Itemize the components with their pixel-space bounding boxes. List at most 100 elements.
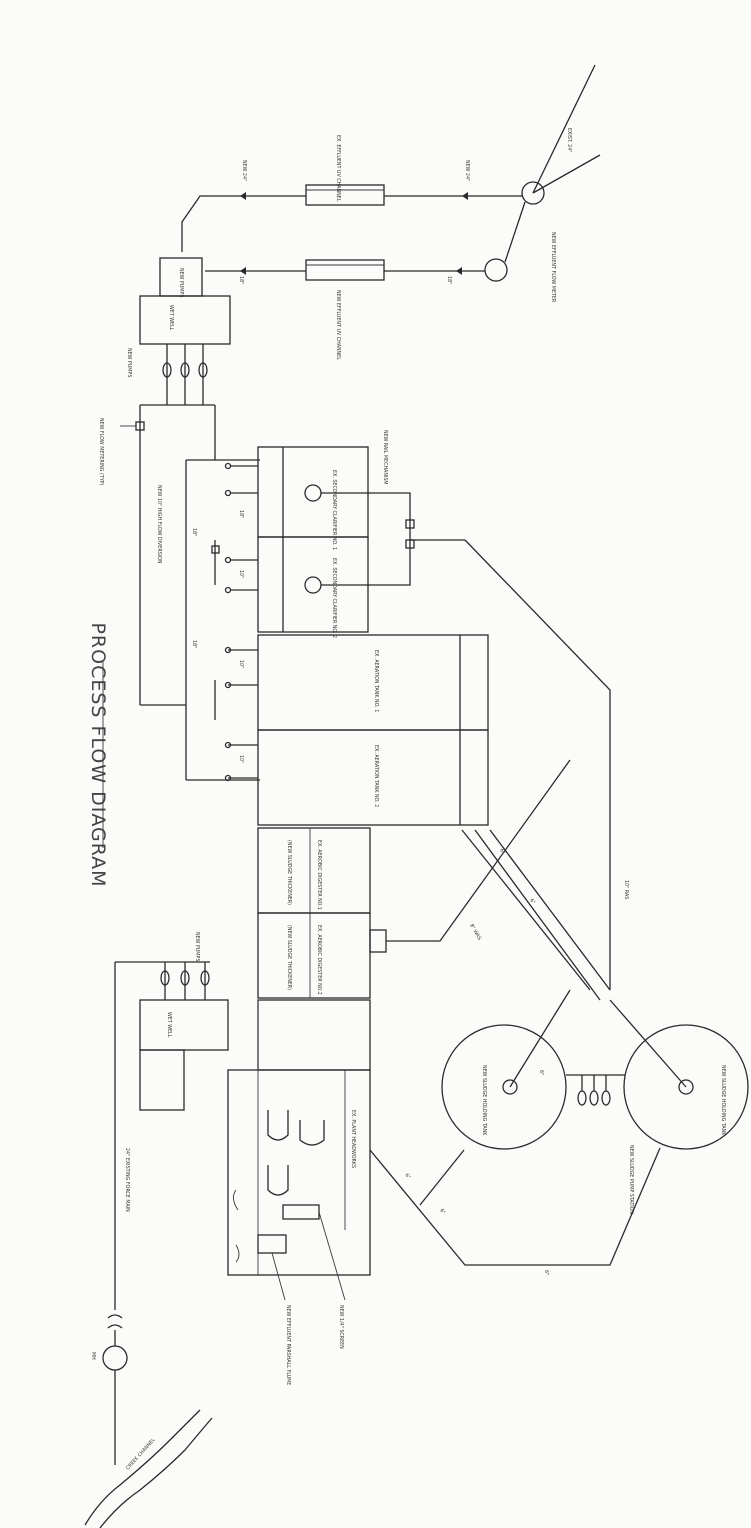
- sludge-return-branch: [420, 1150, 464, 1205]
- flow-arrow: [240, 192, 246, 200]
- inlet-node: [226, 558, 231, 563]
- digester-1: [258, 828, 370, 913]
- flow-metering-label: NEW FLOW METERING (TYP): [98, 418, 104, 486]
- headworks-box: [228, 1070, 370, 1275]
- digester-2-label: EX. AEROBIC DIGESTER NO.2: [316, 925, 322, 995]
- uv-existing-label: EX. EFFLUENT UV CHANNEL: [335, 135, 341, 202]
- pipe-label-dia-a: 18": [191, 528, 197, 536]
- parshall-flume-label: NEW EFFLUENT PARSHALL FLUME: [285, 1305, 291, 1385]
- sludge-holding-tanks: NEW SLUDGE HOLDING TANK NEW SLUDGE HOLDI…: [370, 990, 748, 1275]
- uv-wet-well: [140, 296, 230, 344]
- inlet-node: [226, 491, 231, 496]
- clarifier-1: [258, 447, 368, 537]
- pipe-label-top-left-lower: 18": [238, 276, 244, 284]
- ras-diag-2: [475, 830, 600, 1000]
- headworks-baffle-3: [268, 1165, 288, 1195]
- uv-pump-box-label: NEW PUMPS: [178, 268, 184, 297]
- screen-leader: [319, 1212, 345, 1300]
- pipe-label-top-left-upper: NEW 24": [241, 160, 247, 181]
- sludge-holding-tank-1: [442, 1025, 566, 1149]
- outfall-pipe-label: EXIST. 24": [566, 128, 572, 153]
- uv-pumps-label: NEW PUMPS: [126, 348, 132, 377]
- ras-line-2: [465, 540, 610, 990]
- sludge-label-a: 6": [538, 1070, 544, 1075]
- uv-disinfection-area: EXIST. 24" EX. EFFLUENT UV CHANNEL NEW 2…: [126, 65, 600, 405]
- diagram-title: PROCESS FLOW DIAGRAM: [87, 622, 109, 887]
- creek-bank-2: [100, 1418, 212, 1528]
- influent-wet-well: [140, 1000, 228, 1050]
- headworks-baffle-2: [300, 1120, 324, 1145]
- uv-upper-pipe: [182, 196, 306, 252]
- pipe-label-aer-b: 10": [238, 660, 244, 668]
- flow-curve: [233, 1190, 238, 1210]
- clarifier-rail-label: NEW RAIL MECHANISM: [382, 430, 388, 485]
- aeration-tanks: EX. AERATION TANK NO. 1 EX. AERATION TAN…: [226, 635, 489, 825]
- flow-diversion-label: NEW 10" HIGH FLOW DIVERSION: [156, 485, 162, 564]
- uv-new-label: NEW EFFLUENT UV CHANNEL: [335, 290, 341, 360]
- sludge-pump-3: [602, 1091, 610, 1105]
- clarifier-2-label: EX. SECONDARY CLARIFIER NO. 2: [331, 558, 337, 638]
- sludge-tank-2-label: NEW SLUDGE HOLDING TANK: [720, 1065, 726, 1136]
- thickener-1-label: (NEW SLUDGE THICKENER): [286, 840, 292, 905]
- sludge-tank-2-feed: [610, 1000, 686, 1087]
- force-main-label: 24" EXISTING FORCE MAIN: [124, 1148, 130, 1212]
- flow-diversion-area: NEW FLOW METERING (TYP) NEW 10" HIGH FLO…: [98, 405, 260, 780]
- sludge-tank-1-label: NEW SLUDGE HOLDING TANK: [481, 1065, 487, 1136]
- creek-label: CREEK CHANNEL: [125, 1437, 157, 1471]
- inlet-node: [226, 588, 231, 593]
- digester-2: [258, 913, 370, 998]
- flow-curve: [236, 1245, 239, 1262]
- meter-connector: [505, 202, 525, 262]
- headworks-baffle-1: [268, 1110, 288, 1140]
- creek: CREEK CHANNEL: [85, 1410, 212, 1528]
- pipe-label-top-right-lower: 18": [446, 276, 452, 284]
- uv-channel-new: [306, 260, 384, 280]
- was-label: 8" WAS: [468, 923, 482, 941]
- creek-bank-1: [85, 1410, 200, 1525]
- new-screen-label: NEW 1/4" SCREEN: [338, 1305, 344, 1349]
- clarifier-2-drive: [305, 577, 321, 593]
- dig-label-b: 6": [543, 1270, 549, 1275]
- influent-wetwell-label: WET WELL: [166, 1012, 172, 1038]
- pipe-label-dia-b: 18": [191, 640, 197, 648]
- pipe-label-top-right-upper: NEW 24": [464, 160, 470, 181]
- flow-arrow: [456, 267, 462, 275]
- flow-arrow: [462, 192, 468, 200]
- flume-leader: [272, 1253, 285, 1300]
- pipe-label-clar-a: 18": [238, 510, 244, 518]
- secondary-clarifiers: EX. SECONDARY CLARIFIER NO. 1 EX. SECOND…: [226, 430, 466, 638]
- influent-wet-well-lower: [140, 1050, 184, 1110]
- aerobic-digesters: EX. AEROBIC DIGESTER NO.1 EX. AEROBIC DI…: [258, 760, 570, 998]
- thickener-2-label: (NEW SLUDGE THICKENER): [286, 925, 292, 990]
- clarifier-1-label: EX. SECONDARY CLARIFIER NO. 1: [331, 470, 337, 550]
- sludge-pump-station-label: NEW SLUDGE PUMP STATION: [628, 1145, 634, 1214]
- clarifier-1-drive: [305, 485, 321, 501]
- ras-diag-1: [462, 830, 590, 990]
- inlet-node: [226, 464, 231, 469]
- uv-wetwell-label: WET WELL: [168, 305, 174, 331]
- uv-channel-existing: [306, 185, 384, 205]
- digester-1-label: EX. AEROBIC DIGESTER NO.1: [316, 840, 322, 910]
- pipe-label-aer-d: 10": [238, 755, 244, 763]
- outfall-pipe: [533, 65, 595, 193]
- ras-2-label: 10" RAS: [623, 880, 629, 899]
- digester-valve-box: [370, 930, 386, 952]
- aeration-tank-1: [258, 635, 488, 730]
- diag-label-a: 6": [498, 848, 506, 856]
- sludge-label-b: 6": [438, 1208, 446, 1216]
- effluent-flow-meter-2: [485, 259, 507, 281]
- influent-pump-station: WET WELL NEW PUMPS 24" EXISTING FORCE MA…: [90, 932, 228, 1465]
- ras-lines: 10" RAS 6" 6": [462, 540, 629, 1000]
- aeration-2-label: EX. AERATION TANK NO. 2: [373, 745, 379, 807]
- dig-label-a: 6": [403, 1172, 411, 1180]
- break-symbol: [108, 1315, 122, 1328]
- new-screen: [283, 1205, 319, 1219]
- sludge-pump-1: [578, 1091, 586, 1105]
- headworks-label: EX. PLANT HEADWORKS: [350, 1110, 356, 1168]
- manhole-label: MH: [90, 1352, 96, 1360]
- aeration-1-label: EX. AERATION TANK NO. 1: [373, 650, 379, 712]
- plant-headworks: EX. PLANT HEADWORKS NEW 1/4" SCREEN NEW …: [228, 1000, 370, 1385]
- sludge-pump-2: [590, 1091, 598, 1105]
